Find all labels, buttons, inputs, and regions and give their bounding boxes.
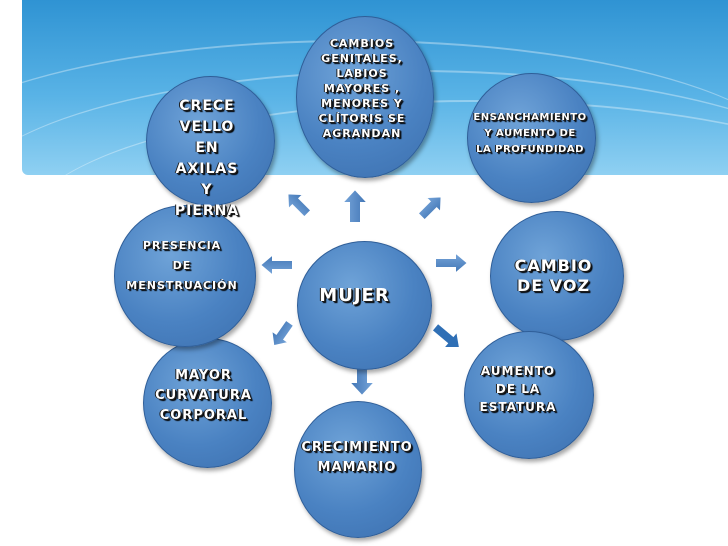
arrow-down-right (430, 321, 462, 350)
node-left-label: PRESENCIA DE MENSTRUACIÓN (126, 239, 238, 292)
node-top-left-label: CRECE VELLO EN AXILAS Y PIERNA (174, 98, 240, 219)
node-right-label: CAMBIO DE VOZ (514, 256, 593, 295)
arrow-down-left (269, 318, 296, 348)
arrow-up-right (416, 195, 443, 222)
node-bottom-right-label: AUMENTO DE LA ESTATURA (479, 364, 557, 414)
node-bottom-label: CRECIMIENTO MAMARIO (301, 440, 413, 475)
node-right-bubble (490, 211, 624, 341)
node-top-label: CAMBIOS GENITALES, LABIOS MAYORES , MENO… (318, 37, 406, 140)
arrow-left (258, 251, 294, 279)
node-top-right-label: ENSANCHAMIENTO Y AUMENTO DE LA PROFUNDID… (473, 112, 587, 155)
node-bottom-left-bubble (143, 338, 272, 468)
node-bottom-bubble (294, 401, 422, 538)
node-top-left-bubble (146, 76, 275, 206)
center-label: MUJER (319, 285, 390, 306)
node-bottom-left-label: MAYOR CURVATURA CORPORAL (155, 368, 252, 423)
arrow-up-left (286, 192, 313, 219)
arrow-right (434, 249, 470, 277)
node-left-bubble (114, 205, 256, 347)
node-bottom-right-bubble (464, 331, 594, 459)
node-top-bubble (296, 16, 434, 178)
center-bubble (297, 241, 432, 370)
arrow-up (339, 187, 371, 224)
node-top-right-bubble (467, 73, 596, 203)
